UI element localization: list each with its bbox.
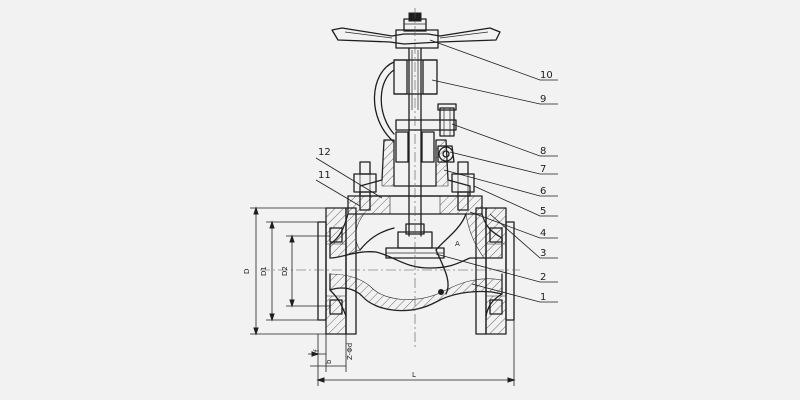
part-number-6: 6: [540, 186, 546, 197]
part-number-2: 2: [540, 272, 546, 283]
bonnet: [359, 139, 471, 197]
handwheel: [331, 12, 501, 49]
part-number-3: 3: [540, 248, 546, 259]
leader-lines: [315, 39, 558, 303]
yoke: [373, 61, 395, 143]
dim-label-D2: D2: [281, 266, 289, 276]
outlet-flange: [475, 207, 515, 335]
part-number-5: 5: [540, 206, 546, 217]
part-number-12: 12: [318, 147, 331, 158]
dim-label-D: D: [243, 269, 251, 274]
part-number-8: 8: [540, 146, 546, 157]
gland-flange: [395, 103, 457, 137]
part-number-11: 11: [318, 170, 331, 181]
part-number-9: 9: [540, 94, 546, 105]
part-number-1: 1: [540, 292, 546, 303]
part-number-4: 4: [540, 228, 546, 239]
yoke-nut: [393, 59, 438, 95]
dim-label-D1: D1: [260, 266, 268, 276]
part-number-10: 10: [540, 70, 553, 81]
dim-label-bolt-holes: Z-Φd: [346, 343, 354, 360]
part-number-7: 7: [540, 164, 546, 175]
dim-label-L: L: [412, 371, 416, 379]
dim-label-f: f: [313, 349, 321, 352]
dimension-lines: [250, 206, 516, 386]
section-mark-A: A: [455, 240, 460, 248]
dim-label-b: b: [325, 359, 333, 364]
